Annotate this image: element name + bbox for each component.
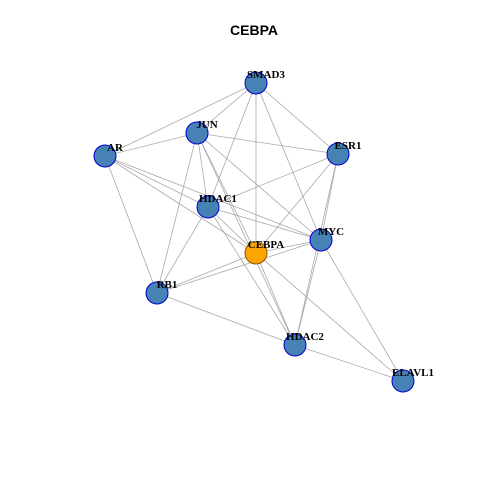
edge-hdac2-elavl1 <box>294 344 404 382</box>
edge-jun-esr1 <box>196 132 339 155</box>
edge-jun-hdac2 <box>196 132 296 346</box>
node-label-rb1: RB1 <box>157 279 178 291</box>
node-myc <box>309 228 333 252</box>
node-label-myc: MYC <box>318 226 344 238</box>
node-label-hdac1: HDAC1 <box>199 193 237 205</box>
graph-title: CEBPA <box>230 22 278 38</box>
edge-smad3-jun <box>196 82 257 134</box>
edge-myc-elavl1 <box>320 239 404 382</box>
edge-myc-hdac2 <box>294 239 322 346</box>
node-label-hdac2: HDAC2 <box>286 331 324 343</box>
edge-ar-rb1 <box>104 155 158 294</box>
edge-cebpa-hdac2 <box>255 252 296 346</box>
node-ar <box>93 144 117 168</box>
node-label-jun: JUN <box>196 119 217 131</box>
nodes-layer <box>93 71 415 393</box>
edge-smad3-ar <box>104 82 257 157</box>
edge-hdac1-myc <box>207 206 322 241</box>
node-cebpa <box>244 241 268 265</box>
edge-smad3-hdac1 <box>207 82 257 208</box>
edge-cebpa-elavl1 <box>255 252 404 382</box>
node-elavl1 <box>391 369 415 393</box>
edge-smad3-esr1 <box>255 82 339 155</box>
edges-layer <box>104 82 404 382</box>
node-smad3 <box>244 71 268 95</box>
edge-smad3-myc <box>255 82 322 241</box>
edge-cebpa-rb1 <box>156 252 257 294</box>
node-label-ar: AR <box>107 142 124 154</box>
node-label-cebpa: CEBPA <box>248 239 285 251</box>
edge-jun-rb1 <box>156 132 198 294</box>
edge-hdac1-hdac2 <box>207 206 296 346</box>
edge-myc-rb1 <box>156 239 322 294</box>
edge-ar-cebpa <box>104 155 257 254</box>
node-hdac1 <box>196 195 220 219</box>
node-jun <box>185 121 209 145</box>
edge-ar-hdac1 <box>104 155 209 208</box>
edge-jun-cebpa <box>196 132 257 254</box>
node-rb1 <box>145 281 169 305</box>
node-label-smad3: SMAD3 <box>247 69 285 81</box>
node-label-esr1: ESR1 <box>335 140 362 152</box>
edge-rb1-hdac2 <box>156 292 296 346</box>
edge-hdac1-rb1 <box>156 206 209 294</box>
edge-esr1-hdac1 <box>207 153 339 208</box>
node-hdac2 <box>283 333 307 357</box>
edge-jun-ar <box>104 132 198 157</box>
edge-jun-hdac1 <box>196 132 209 208</box>
node-label-elavl1: ELAVL1 <box>392 367 434 379</box>
node-esr1 <box>326 142 350 166</box>
edge-esr1-cebpa <box>255 153 339 254</box>
